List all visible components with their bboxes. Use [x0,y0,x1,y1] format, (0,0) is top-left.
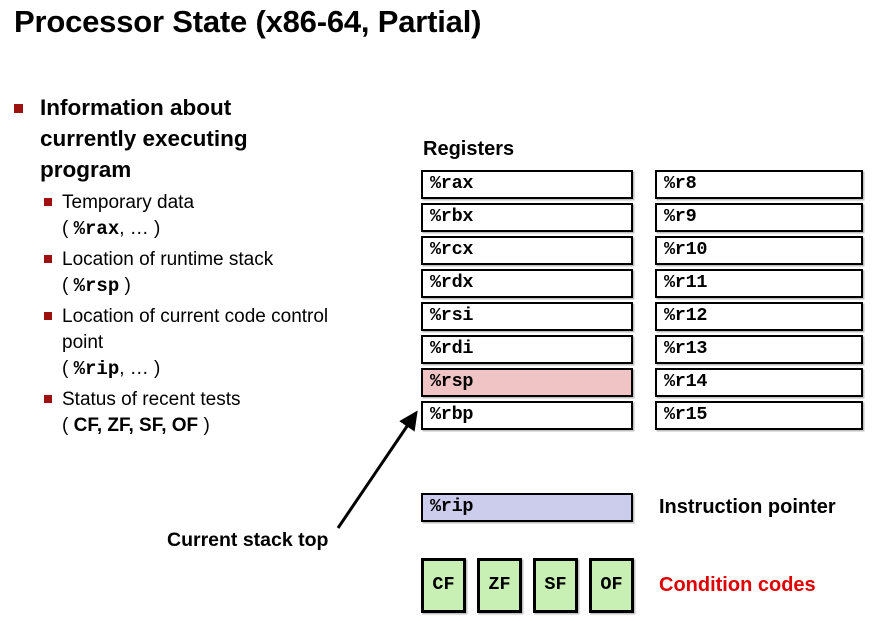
detail-close-paren: , … ) [119,358,161,379]
register-box[interactable]: %r14 [655,368,863,397]
detail-register: %rax [73,218,120,240]
register-box[interactable]: %r13 [655,335,863,364]
register-box[interactable]: %rbp [421,401,633,430]
register-name: %r9 [664,206,697,228]
bullet-level2-label: Location of runtime stack [62,249,274,270]
flag-box-cf[interactable]: CF [421,558,466,613]
register-name: %r12 [664,305,708,327]
register-box[interactable]: %rbx [421,203,633,232]
register-name: %rbx [430,206,474,228]
bullet-level2-detail: ( CF, ZF, SF, OF ) [10,413,410,439]
register-name: %rdx [430,272,474,294]
bullet-level2-label: Status of recent tests [62,389,241,410]
register-box[interactable]: %r8 [655,170,863,199]
detail-close-paren: ) [119,275,131,296]
flag-name: OF [600,574,623,596]
register-name: %r13 [664,338,708,360]
register-name: %rip [430,496,474,518]
bullet-list: Information about currently executing pr… [10,92,410,439]
detail-close-paren: , … ) [119,218,161,239]
register-name: %rax [430,173,474,195]
register-box-rip-highlighted[interactable]: %rip [421,493,633,522]
flag-box-of[interactable]: OF [589,558,634,613]
register-box[interactable]: %r10 [655,236,863,265]
square-bullet-icon [14,104,23,113]
detail-flags: CF, ZF, SF, OF [73,415,199,436]
detail-open-paren: ( [62,218,74,239]
square-bullet-icon [44,312,52,320]
register-name: %rbp [430,404,474,426]
register-column-right: %r8 %r9 %r10 %r11 %r12 %r13 %r14 %r15 [655,170,863,434]
register-box[interactable]: %r9 [655,203,863,232]
bullet-level2-item: Location of current code control point [10,304,352,356]
square-bullet-icon [44,395,52,403]
bullet-level2-item: Location of runtime stack [10,247,410,273]
register-box[interactable]: %rax [421,170,633,199]
detail-register: %rsp [73,275,120,297]
detail-open-paren: ( [62,415,74,436]
register-name: %rsp [430,371,474,393]
register-box[interactable]: %rsi [421,302,633,331]
register-box-rsp-highlighted[interactable]: %rsp [421,368,633,397]
bullet-level2-item: Status of recent tests [10,387,410,413]
register-box[interactable]: %r12 [655,302,863,331]
detail-close-paren: ) [198,415,210,436]
register-name: %r8 [664,173,697,195]
page-title: Processor State (x86-64, Partial) [14,4,482,39]
registers-heading: Registers [423,138,515,160]
bullet-level2-label: Location of current code control point [62,306,329,353]
register-name: %rdi [430,338,474,360]
register-name: %rcx [430,239,474,261]
flag-name: ZF [488,574,511,596]
flag-name: SF [544,574,567,596]
register-box[interactable]: %r15 [655,401,863,430]
bullet-level2-item: Temporary data [10,190,410,216]
detail-open-paren: ( [62,358,74,379]
current-stack-top-label: Current stack top [167,529,329,551]
instruction-pointer-label: Instruction pointer [659,496,836,518]
register-name: %rsi [430,305,474,327]
register-box[interactable]: %rdx [421,269,633,298]
register-name: %r11 [664,272,708,294]
register-name: %r10 [664,239,708,261]
detail-register: %rip [73,358,120,380]
register-box[interactable]: %rcx [421,236,633,265]
flag-name: CF [432,574,455,596]
register-box[interactable]: %r11 [655,269,863,298]
bullet-level1-text: Information about currently executing pr… [40,95,248,182]
condition-codes-row: CF ZF SF OF Condition codes [421,558,816,613]
instruction-pointer-row: %rip Instruction pointer [421,493,836,522]
register-column-left: %rax %rbx %rcx %rdx %rsi %rdi %rsp %rbp [421,170,633,434]
register-name: %r14 [664,371,708,393]
square-bullet-icon [44,198,52,206]
square-bullet-icon [44,255,52,263]
register-box[interactable]: %rdi [421,335,633,364]
detail-open-paren: ( [62,275,74,296]
flag-box-sf[interactable]: SF [533,558,578,613]
bullet-level2-detail: ( %rax, … ) [10,216,410,242]
flag-box-zf[interactable]: ZF [477,558,522,613]
condition-codes-label: Condition codes [659,574,816,596]
bullet-level2-detail: ( %rsp ) [10,273,410,299]
register-name: %r15 [664,404,708,426]
bullet-level2-label: Temporary data [62,192,195,213]
bullet-level1-item: Information about currently executing pr… [10,92,280,185]
bullet-level2-detail: ( %rip, … ) [10,356,410,382]
